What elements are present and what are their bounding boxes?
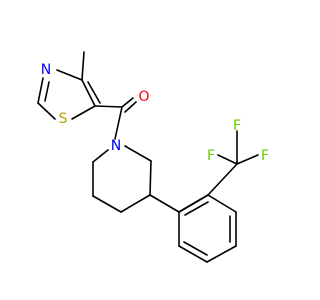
bond-c4-c5-double	[87, 81, 101, 104]
bond-c6-n	[92, 149, 109, 163]
bond-n3-c2	[37, 77, 44, 104]
bond-ar1-cf3	[207, 163, 238, 196]
molecule-structure: N S O N F F F	[37, 51, 269, 263]
bond-c3-ch2	[149, 194, 180, 213]
atom-s-thiazole: S	[59, 111, 68, 127]
bond-c4-n3	[56, 69, 83, 81]
atom-f-left: F	[207, 148, 215, 164]
bond-c4-methyl	[81, 51, 85, 81]
bond-c2-c3	[149, 160, 152, 196]
atom-f-right: F	[261, 148, 269, 164]
bond-c4-c5	[92, 195, 122, 213]
bond-ar6-ar1	[178, 194, 209, 213]
bond-cf3-f-right	[236, 154, 259, 165]
bond-ar1-ar2	[207, 194, 237, 213]
bond-n-c2	[124, 145, 152, 162]
bond-c2-s1	[37, 102, 56, 120]
bond-n3-c2-double	[44, 81, 50, 102]
bond-carbonyl-o	[121, 97, 134, 108]
bond-c3-c4	[120, 194, 151, 213]
atom-o-carbonyl: O	[138, 89, 149, 105]
bond-s1-c5	[71, 105, 96, 120]
bond-c4-c5	[81, 79, 96, 107]
bond-lines	[37, 51, 259, 263]
bond-carbonyl-o-double	[124, 101, 137, 113]
bond-ar6-ar1-double	[184, 201, 209, 216]
atom-n-thiazole: N	[41, 62, 51, 78]
atom-n-piperidine: N	[111, 138, 121, 154]
bond-cf3-f-left	[217, 154, 238, 165]
bond-ar3-ar4	[206, 245, 237, 263]
atom-f-top: F	[233, 118, 241, 134]
bond-c5-carbonyl	[94, 105, 123, 108]
bond-carbonyl-n	[114, 106, 123, 140]
bond-ar4-ar5-double	[183, 241, 208, 256]
atom-labels: N S O N F F F	[41, 62, 269, 164]
bond-ar4-ar5	[178, 245, 208, 263]
